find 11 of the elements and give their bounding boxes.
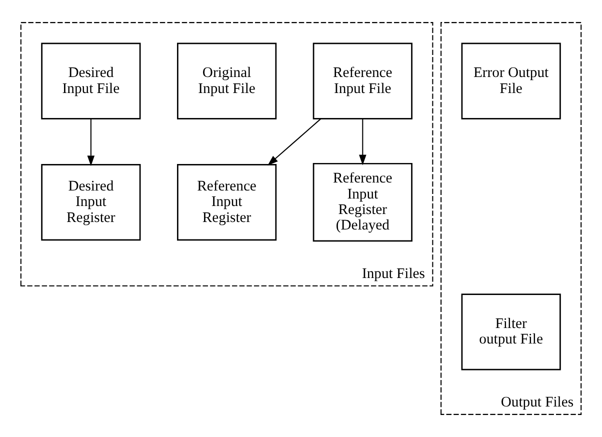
node-box: Filter output File xyxy=(461,294,561,370)
node-box: Desired Input File xyxy=(41,42,141,120)
node-box: Reference Input File xyxy=(312,42,412,120)
node-box: Desired Input Register xyxy=(41,164,141,241)
node-box: Reference Input Register (Delayed xyxy=(312,162,412,242)
node-box: Original Input File xyxy=(177,42,277,120)
arrow xyxy=(87,118,95,166)
arrow xyxy=(268,118,322,166)
node-box: Reference Input Register xyxy=(177,164,277,241)
node-box: Error Output File xyxy=(461,42,561,120)
arrow xyxy=(359,118,366,166)
